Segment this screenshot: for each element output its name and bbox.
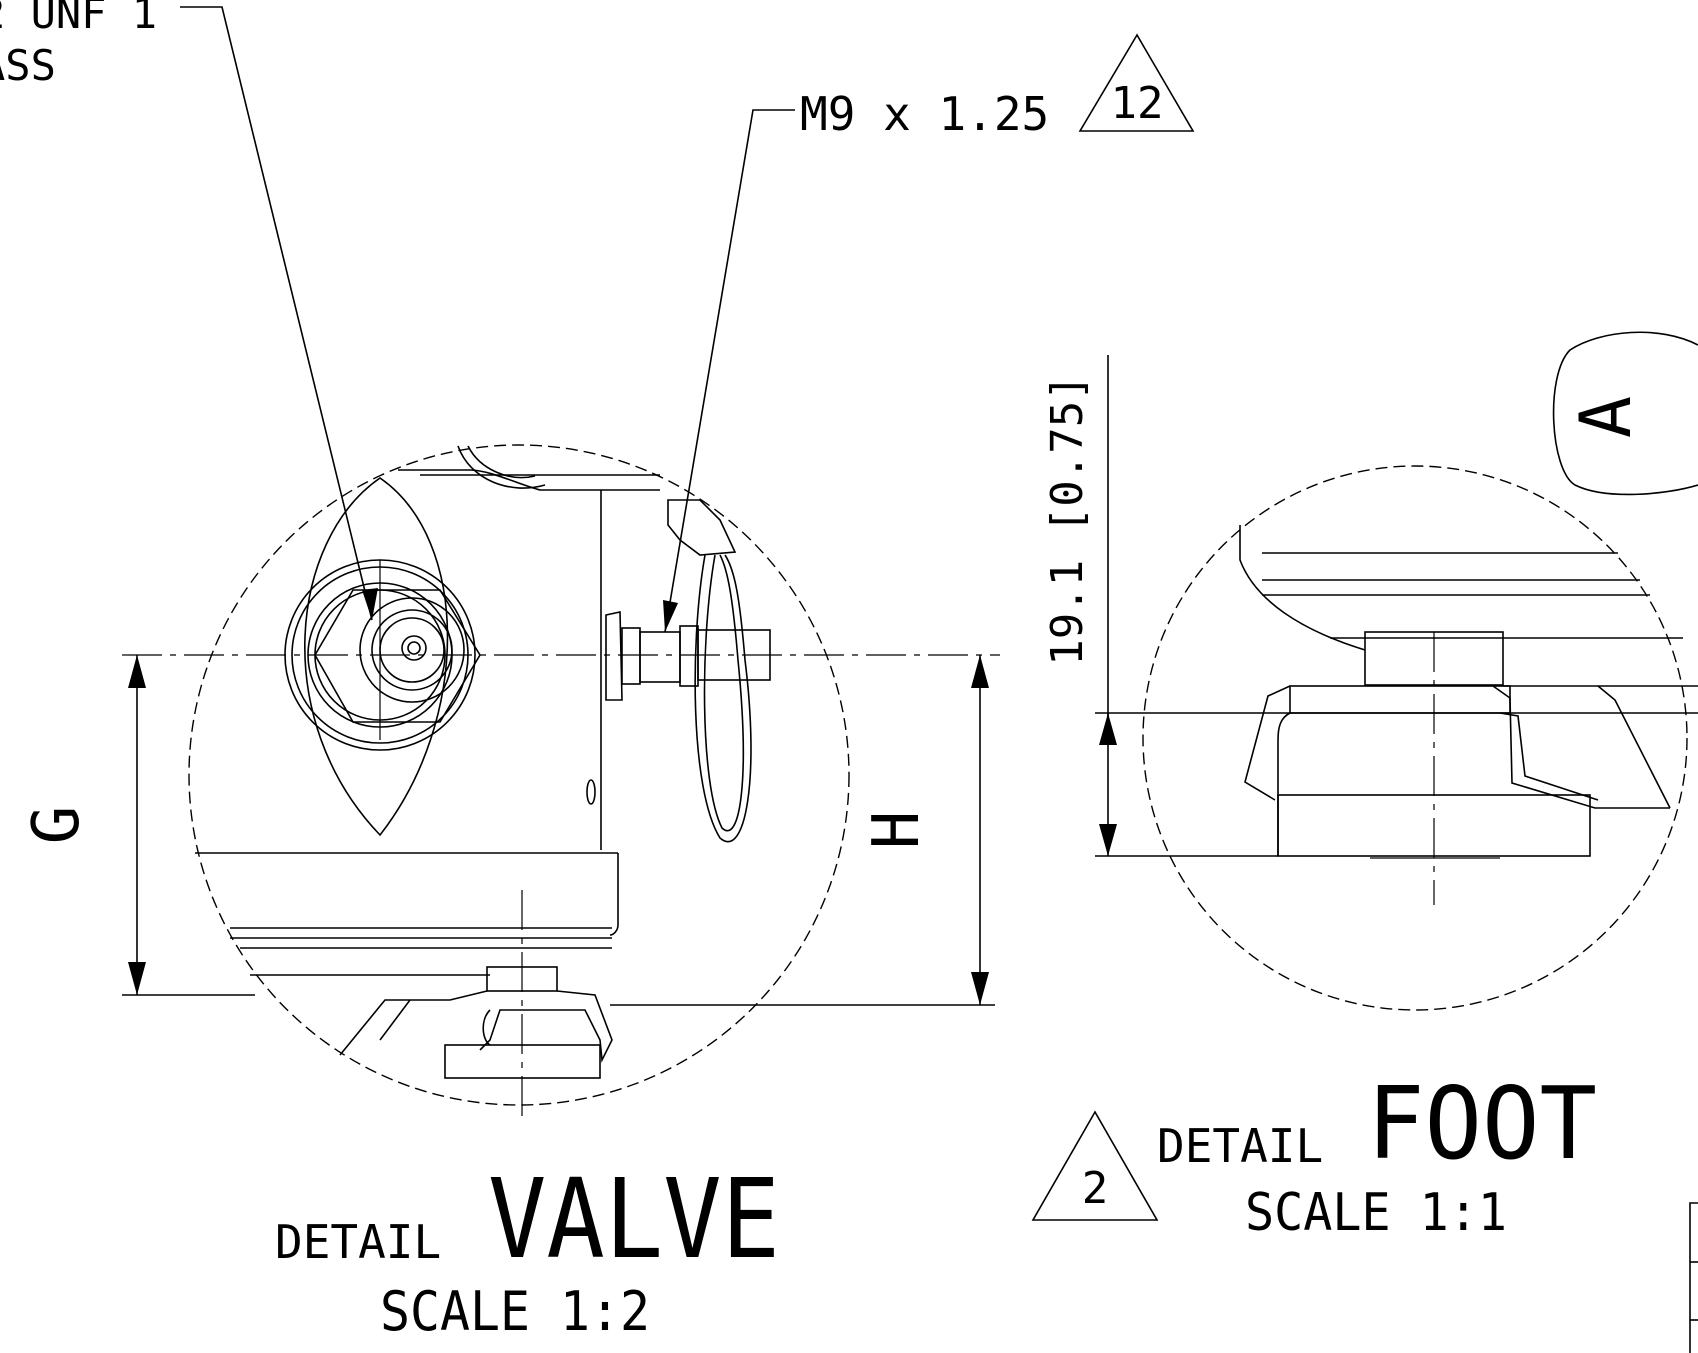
- detail-valve-prefix: DETAIL: [275, 1215, 441, 1269]
- dimension-g: G: [20, 655, 255, 996]
- thread-callout-left-line2: ASS: [0, 41, 56, 90]
- detail-foot-boundary: [1142, 465, 1688, 1011]
- detail-foot-name: FOOT: [1367, 1065, 1597, 1182]
- section-marker-a-label: A: [1565, 396, 1647, 438]
- dimension-foot-height: 19.1 [0.75]: [1042, 374, 1093, 665]
- thread-callout-left-line1: 2 UNF 1: [0, 0, 157, 38]
- section-marker-a-bubble: [1552, 331, 1698, 496]
- detail-foot-title: 2 DETAIL FOOT SCALE 1:1: [1031, 1065, 1597, 1243]
- detail-foot-scale: SCALE 1:1: [1245, 1183, 1507, 1243]
- detail-valve-scale: SCALE 1:2: [380, 1280, 650, 1343]
- dimension-h-label: H: [860, 811, 934, 850]
- thread-callout-right: M9 x 1.25 12: [663, 33, 1195, 633]
- detail-valve-view: [122, 444, 1000, 1122]
- detail-valve-boundary: [188, 444, 850, 1106]
- revision-number-12: 12: [1111, 78, 1164, 129]
- revision-triangle-2: [1031, 1110, 1159, 1221]
- thread-callout-left: 2 UNF 1 ASS: [0, 0, 378, 621]
- dimension-g-label: G: [20, 806, 94, 845]
- title-block-fragment: [1689, 1202, 1698, 1353]
- detail-valve-title: DETAIL VALVE SCALE 1:2: [275, 1155, 780, 1343]
- detail-foot-prefix: DETAIL: [1157, 1119, 1323, 1173]
- revision-number-2: 2: [1082, 1163, 1109, 1214]
- revision-triangle-12: [1078, 33, 1195, 132]
- detail-valve-name: VALVE: [488, 1155, 780, 1283]
- thread-callout-right-text: M9 x 1.25: [800, 87, 1049, 141]
- detail-foot-view: 19.1 [0.75] A: [1042, 331, 1698, 1011]
- dimension-h: H: [610, 655, 995, 1006]
